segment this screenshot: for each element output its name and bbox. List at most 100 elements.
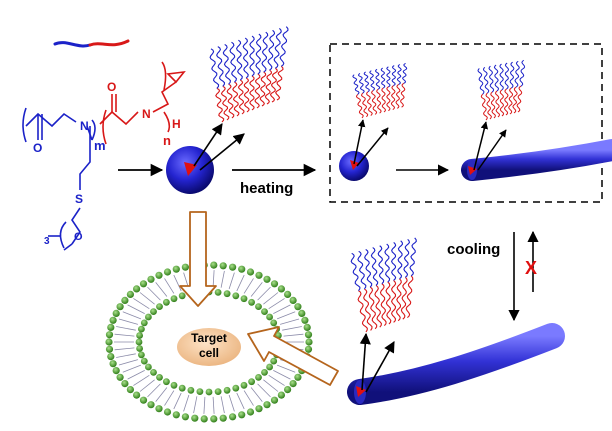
hydrophilic-chain (509, 61, 515, 89)
lipid-tail (155, 282, 168, 297)
lipid-tail (228, 272, 235, 290)
hydrophobic-chain (480, 93, 488, 121)
lipid-tail (236, 392, 245, 410)
hydrophilic-chain (235, 39, 243, 81)
hydrophobic-chain (503, 88, 509, 116)
lipid-head-bead (263, 275, 271, 283)
lipid-head-bead (156, 303, 163, 310)
hydrophobic-chain (390, 280, 397, 323)
lipid-head-bead (126, 290, 134, 298)
lipid-tail (147, 383, 161, 398)
lipid-head-bead (219, 414, 227, 422)
lipid-tail (139, 379, 155, 392)
zoom-arrow-2a (353, 119, 366, 165)
hydrophilic-chain (386, 66, 391, 88)
hydrophilic-chain (384, 243, 391, 283)
lipid-head-bead (240, 295, 248, 303)
hydrophilic-chain (255, 33, 262, 75)
hydrophilic-chain (377, 245, 385, 285)
lipid-head-bead (210, 415, 218, 423)
lipid-head-bead (289, 296, 297, 304)
zoom-arrow-1b (199, 133, 245, 171)
lipid-tail (118, 318, 139, 325)
lipid-tail (257, 286, 271, 301)
lipid-head-bead (248, 298, 256, 306)
subscript-m: m (94, 138, 106, 153)
spherical-micelle (166, 146, 214, 194)
lipid-tail (228, 394, 235, 412)
lipid-head-bead (240, 381, 248, 389)
lipid-head-bead (270, 396, 279, 404)
hydrophobic-chain (368, 286, 378, 330)
lipid-head-bead (133, 391, 141, 399)
lipid-head-bead (266, 363, 273, 371)
lipid-tail (122, 311, 142, 320)
atom-n-first: N (80, 119, 89, 133)
polymer-brush-box-right (477, 59, 526, 121)
atom-o-red: O (107, 80, 116, 94)
subscript-n: n (163, 133, 171, 148)
hydrophilic-chain (403, 238, 410, 278)
hydrophilic-chain (357, 250, 367, 290)
lipid-head-bead (214, 388, 222, 395)
hydrophobic-chain (374, 284, 382, 328)
lipid-head-bead (246, 268, 255, 276)
lipid-tail (133, 374, 150, 386)
hydrophilic-chain (352, 74, 360, 95)
lipid-head-bead (187, 386, 195, 394)
hydrophobic-chain (400, 82, 406, 108)
hydrophobic-chain (386, 86, 391, 112)
lipid-tail (282, 326, 302, 331)
hydrophobic-chain (400, 276, 408, 320)
lipid-head-bead (145, 313, 152, 321)
hydrophobic-chain (366, 91, 373, 116)
lipid-head-bead (107, 323, 115, 331)
lipid-head-bead (145, 363, 152, 371)
hydrophobic-chain (259, 71, 267, 107)
lipid-head-bead (277, 285, 285, 293)
lipid-head-bead (150, 308, 157, 315)
lipid-tail (114, 347, 135, 351)
lipid-head-bead (255, 271, 263, 279)
lipid-head-bead (121, 296, 129, 304)
lipid-head-bead (261, 308, 268, 315)
hydrophobic-chain (381, 87, 387, 113)
hydrophobic-chain (508, 87, 514, 115)
lipid-head-bead (150, 369, 157, 376)
hydrophilic-chain (370, 247, 379, 286)
lipid-head-bead (210, 261, 218, 269)
lipid-head-bead (255, 405, 263, 413)
lipid-tail (257, 383, 271, 398)
lipid-head-bead (136, 345, 144, 352)
zoom-arrow-2b (356, 127, 389, 167)
lipid-head-bead (305, 338, 313, 346)
lipid-tail (155, 387, 168, 402)
lipid-head-bead (126, 386, 134, 394)
hydrophobic-chain (494, 90, 501, 118)
lipid-head-bead (155, 405, 163, 413)
hydrophobic-chain (376, 88, 382, 114)
hydrophilic-chain (363, 71, 370, 93)
hydrophilic-chain (396, 64, 402, 85)
lipid-tail (268, 298, 285, 310)
lipid-head-bead (170, 295, 178, 303)
lipid-tail (212, 270, 215, 288)
atom-o-ether: O (74, 231, 83, 243)
hydrophilic-chain (477, 68, 485, 95)
lipid-head-bead (205, 388, 213, 396)
lipid-tail (203, 396, 206, 414)
lipid-head-bead (163, 378, 170, 386)
hydrophobic-chain (275, 65, 284, 101)
lipid-head-bead (178, 384, 186, 392)
lipid-head-bead (172, 265, 180, 273)
target-cell-label-line1: Target (191, 331, 227, 345)
lipid-head-bead (248, 378, 256, 386)
hydrophobic-chain (355, 94, 364, 119)
hydrophobic-chain (395, 278, 402, 322)
lipid-head-bead (232, 292, 240, 300)
hydrophilic-chain (493, 64, 500, 92)
hydrophobic-chain (232, 81, 240, 117)
lipid-tail (243, 390, 254, 406)
lipid-head-bead (116, 303, 124, 311)
chemical-structure: O N S O m 3 O N n H (22, 61, 186, 251)
